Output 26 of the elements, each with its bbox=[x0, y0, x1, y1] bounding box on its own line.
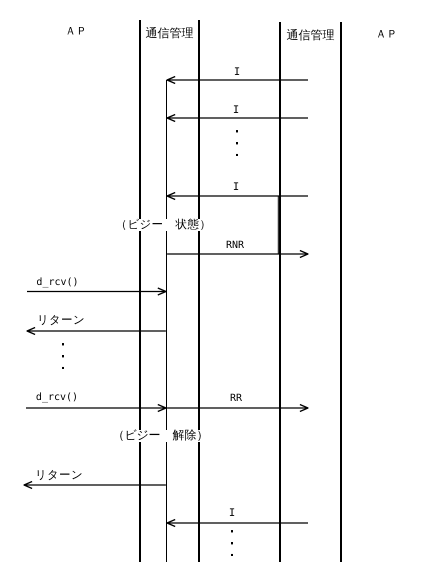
edge-label: d_rcv() bbox=[36, 278, 79, 288]
arrow bbox=[26, 326, 166, 336]
arrow bbox=[166, 518, 308, 528]
column-heading: 通信管理 bbox=[146, 27, 194, 39]
edge-label: I bbox=[232, 182, 240, 192]
edge-label: I bbox=[234, 66, 240, 78]
arrow bbox=[27, 287, 167, 296]
arrow bbox=[166, 76, 308, 84]
arrow bbox=[26, 404, 167, 412]
arrow bbox=[166, 114, 308, 122]
activation-line bbox=[166, 80, 168, 562]
arrow bbox=[167, 404, 309, 412]
edge-label: リターン bbox=[37, 314, 85, 326]
edge-label: リターン bbox=[35, 469, 83, 481]
edge-label: I bbox=[228, 508, 236, 518]
column-heading: ＡＰ bbox=[65, 26, 87, 36]
edge-label: RNR bbox=[226, 240, 244, 250]
column-heading: ＡＰ bbox=[376, 28, 398, 40]
edge-label: d_rcv() bbox=[36, 393, 78, 403]
edge-label: RR bbox=[230, 394, 242, 404]
arrow bbox=[166, 192, 308, 200]
lifeline-band bbox=[279, 22, 342, 562]
edge-label: I bbox=[232, 104, 240, 116]
column-heading: 通信管理 bbox=[286, 29, 334, 41]
arrow bbox=[167, 250, 309, 258]
arrow bbox=[23, 480, 166, 490]
